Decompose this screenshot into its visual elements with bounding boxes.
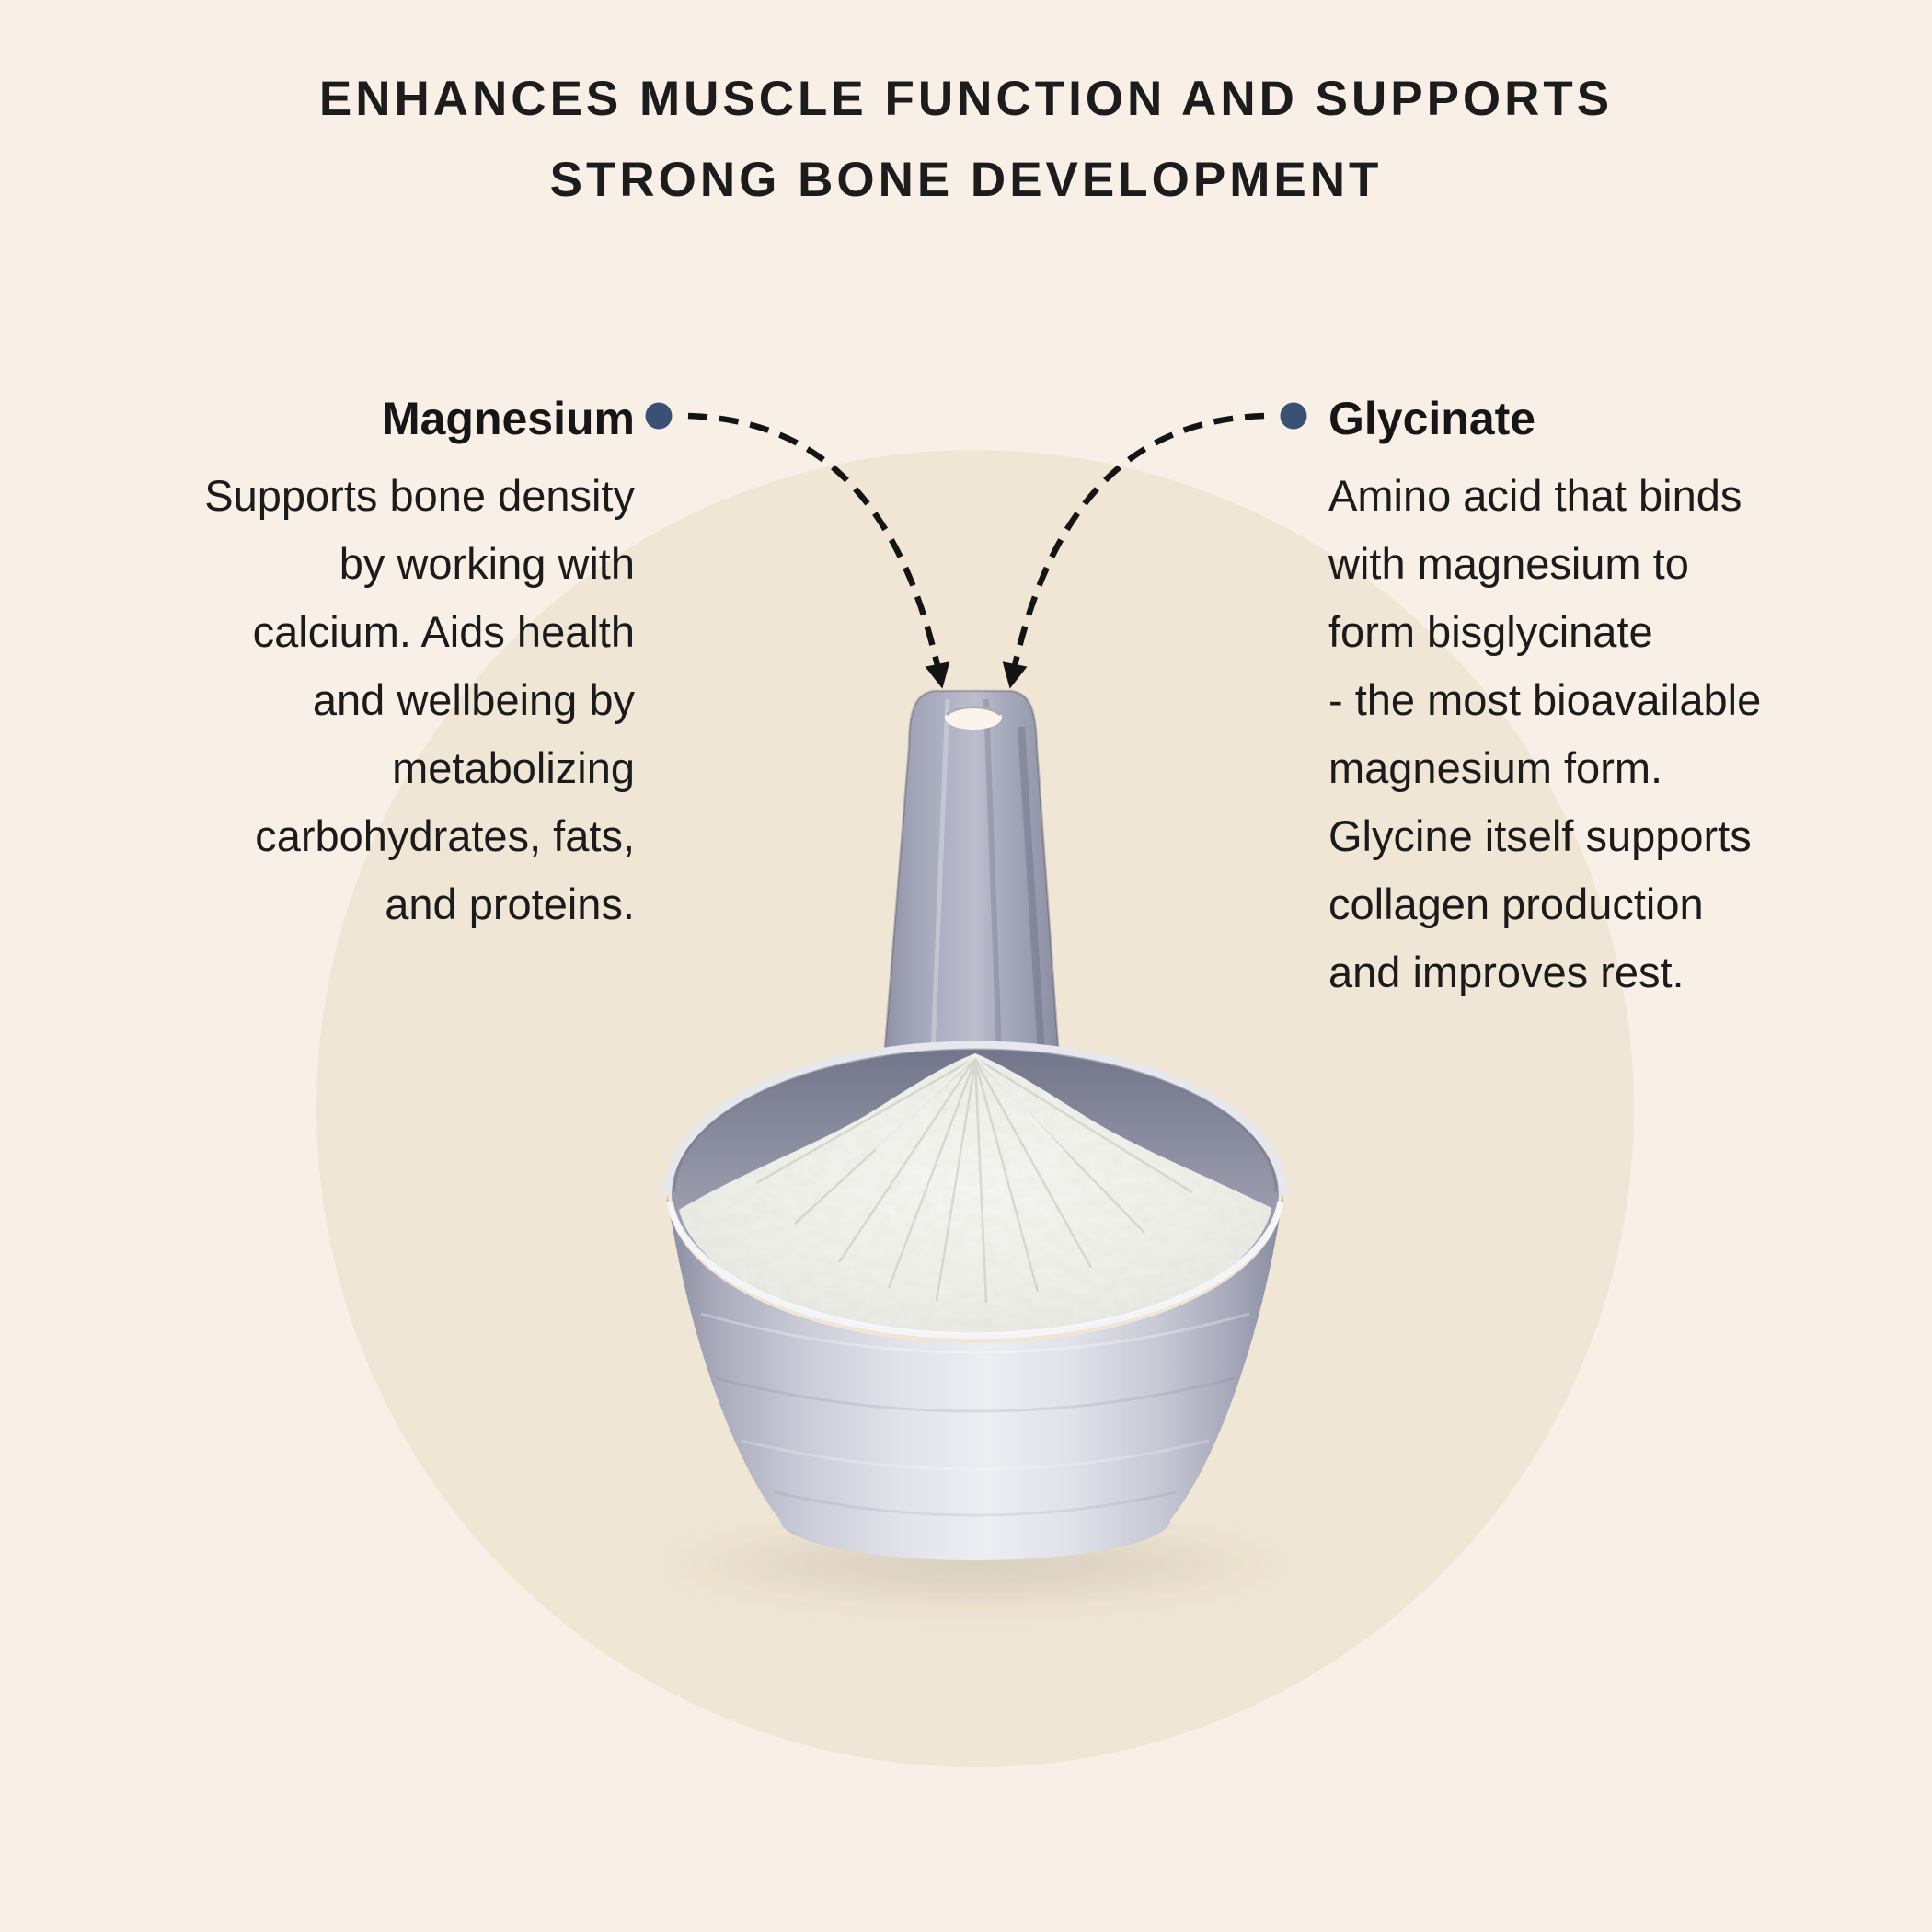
title-line-1: ENHANCES MUSCLE FUNCTION AND SUPPORTS <box>318 72 1614 126</box>
title-line-2: STRONG BONE DEVELOPMENT <box>549 153 1383 207</box>
page-title: ENHANCES MUSCLE FUNCTION AND SUPPORTS ST… <box>0 59 1932 221</box>
glycinate-line: with magnesium to <box>1328 539 1689 588</box>
glycinate-line: Amino acid that binds <box>1328 471 1742 520</box>
callout-glycinate-body: Amino acid that binds with magnesium to … <box>1328 462 1917 1006</box>
callout-glycinate: Glycinate Amino acid that binds with mag… <box>1328 390 1917 1006</box>
callout-magnesium: Magnesium Supports bone density by worki… <box>46 390 635 938</box>
magnesium-line: Supports bone density <box>204 471 635 520</box>
magnesium-line: carbohydrates, fats, <box>255 811 635 860</box>
magnesium-line: calcium. Aids health <box>252 607 635 656</box>
magnesium-dot <box>645 402 673 430</box>
magnesium-line: metabolizing <box>392 743 635 792</box>
glycinate-line: Glycine itself supports <box>1328 811 1752 860</box>
magnesium-line: and proteins. <box>385 880 635 928</box>
callout-magnesium-body: Supports bone density by working with ca… <box>46 462 635 938</box>
glycinate-line: magnesium form. <box>1328 743 1663 792</box>
glycinate-line: - the most bioavailable <box>1328 675 1762 724</box>
glycinate-dot <box>1280 402 1307 430</box>
magnesium-line: and wellbeing by <box>312 675 635 724</box>
callout-glycinate-heading: Glycinate <box>1328 393 1536 444</box>
magnesium-line: by working with <box>339 539 635 588</box>
callout-magnesium-heading: Magnesium <box>381 393 635 444</box>
glycinate-line: form bisglycinate <box>1328 607 1653 656</box>
glycinate-line: collagen production <box>1328 880 1704 928</box>
glycinate-line: and improves rest. <box>1328 948 1685 996</box>
